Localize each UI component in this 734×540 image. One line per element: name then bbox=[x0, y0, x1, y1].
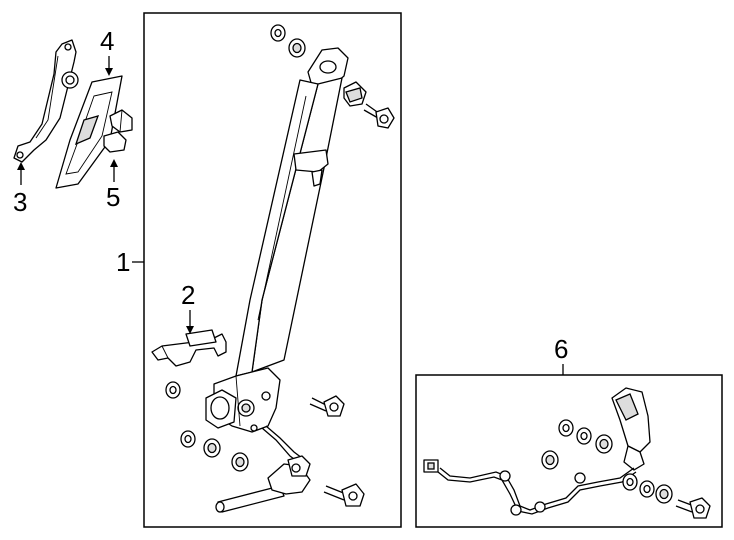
buckle-bolt bbox=[675, 497, 711, 519]
callout-4: 4 bbox=[100, 26, 114, 56]
seat-belt-assembly-box bbox=[143, 12, 402, 528]
lower-spacer-2 bbox=[231, 452, 249, 472]
buckle-washer-1 bbox=[558, 419, 574, 437]
buckle-spacer-1 bbox=[595, 434, 613, 454]
upper-spacer bbox=[288, 38, 306, 58]
callout-2: 2 bbox=[181, 280, 195, 310]
retractor-bolt bbox=[309, 395, 345, 417]
callout-3: 3 bbox=[13, 187, 27, 217]
buckle-washer-3 bbox=[622, 473, 638, 491]
callout-6: 6 bbox=[554, 334, 568, 364]
buckle-spacer-2 bbox=[541, 450, 559, 470]
callout-5-arrow bbox=[110, 159, 118, 167]
upper-washer bbox=[270, 24, 286, 42]
lower-anchor bbox=[215, 455, 311, 513]
callout-5: 5 bbox=[106, 182, 120, 212]
upper-anchor-bolt bbox=[363, 103, 395, 129]
lower-washer-2 bbox=[180, 430, 196, 448]
callout-3-arrow bbox=[17, 162, 25, 170]
callout-2-arrow bbox=[186, 326, 194, 334]
part-1-seat-belt bbox=[205, 47, 349, 463]
buckle-assembly-box bbox=[415, 374, 723, 528]
buckle-washer-4 bbox=[639, 480, 655, 498]
lower-spacer-1 bbox=[203, 438, 221, 458]
part-2-bracket bbox=[151, 329, 227, 367]
callout-4-arrow bbox=[105, 68, 113, 76]
lower-anchor-bolt bbox=[323, 483, 365, 507]
part-6-buckle bbox=[423, 387, 651, 516]
part-3-bracket bbox=[13, 39, 79, 163]
buckle-spacer-3 bbox=[655, 484, 673, 504]
lower-washer-1 bbox=[165, 381, 181, 399]
callout-1: 1 bbox=[116, 247, 130, 277]
buckle-washer-2 bbox=[576, 427, 592, 445]
part-5-clip bbox=[103, 109, 133, 153]
anchor-cover-cap bbox=[343, 81, 367, 107]
part-4-trim-cover bbox=[55, 75, 123, 189]
